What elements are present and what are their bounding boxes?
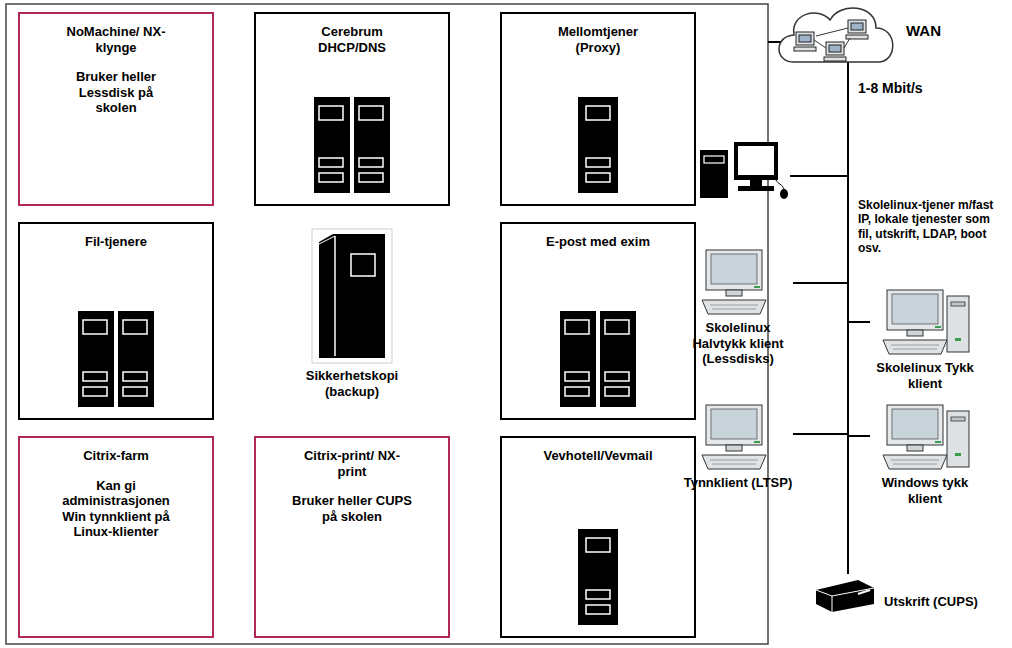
node-title: Skolelinux Halvtykk klient (Lessdisks) — [683, 320, 793, 367]
wan-cloud: WAN — [772, 2, 898, 64]
node-title: Citrix-print/ NX-print — [297, 448, 407, 479]
client-computer-icon — [877, 288, 973, 356]
icon-holder — [812, 574, 876, 614]
client-computer: Skolelinux Tykk klient — [870, 288, 980, 391]
node-title: Sikkerhetskopi (backup) — [290, 368, 414, 399]
node-title: Cerebrum DHCP/DNS — [304, 24, 400, 55]
network-link — [848, 60, 849, 574]
link-line — [793, 60, 848, 434]
node-title: Mellomtjener (Proxy) — [543, 24, 653, 55]
link-line — [793, 60, 848, 283]
backup-library-icon — [311, 228, 393, 364]
node-title: Citrix-farm — [41, 448, 191, 464]
node-title: E-post med exim — [513, 234, 683, 250]
node-title: Fil-tjenere — [41, 234, 191, 250]
icon-holder — [696, 403, 780, 471]
icon-holder — [698, 140, 790, 202]
icon-holder — [877, 288, 973, 356]
client-computer: Windows tykk klient — [870, 403, 980, 506]
server-rack-icon — [558, 310, 638, 408]
alternative-box: Citrix-farmKan gi administrasjonen Win t… — [18, 436, 214, 638]
server-box: Fil-tjenere — [18, 222, 214, 420]
icon-holder — [772, 2, 898, 64]
icon-holder — [696, 248, 780, 316]
alternative-box: Citrix-print/ NX-printBruker heller CUPS… — [254, 436, 450, 638]
client-computer-icon — [696, 403, 780, 471]
network-link — [848, 60, 870, 322]
client-computer-icon — [696, 248, 780, 316]
link-line — [847, 60, 849, 574]
node-title: NoMachine/ NX-klynge — [66, 24, 166, 55]
icon-holder — [574, 96, 622, 194]
node-note: Kan gi administrasjonen Win tynnklient p… — [49, 478, 183, 540]
server-box: E-post med exim — [500, 222, 696, 420]
icon-holder — [311, 228, 393, 364]
link-line — [790, 60, 848, 176]
node-title: Utskrift (CUPS) — [884, 594, 978, 610]
backup-unit: Sikkerhetskopi (backup) — [288, 228, 416, 418]
network-link — [790, 60, 848, 176]
client-computer-icon — [877, 403, 973, 471]
server-box: Vevhotell/Vevmail — [500, 436, 696, 638]
icon-holder — [76, 310, 156, 408]
node-note: Bruker heller Lessdisk på skolen — [66, 69, 166, 116]
icon-holder — [558, 310, 638, 408]
link-line — [848, 60, 870, 322]
alternative-box: NoMachine/ NX-klyngeBruker heller Lessdi… — [18, 12, 214, 206]
server-tower-icon — [574, 528, 622, 626]
server-box: Cerebrum DHCP/DNS — [254, 12, 450, 206]
node-title: Skolelinux-tjener m/fast IP, lokale tjen… — [858, 198, 1006, 256]
wan-cloud-icon — [772, 2, 898, 64]
printer-icon — [812, 574, 876, 614]
bandwidth-label: 1-8 Mbit/s — [858, 80, 923, 97]
node-title: Tynnklient (LTSP) — [683, 475, 793, 491]
node-title: Vevhotell/Vevmail — [513, 448, 683, 464]
icon-holder — [312, 96, 392, 194]
server-tower-icon — [574, 96, 622, 194]
client-computer: Skolelinux Halvtykk klient (Lessdisks) — [683, 248, 793, 367]
network-link — [793, 60, 848, 283]
data-centre-frame — [6, 4, 768, 644]
node-title: Windows tykk klient — [870, 475, 980, 506]
node-title: Skolelinux Tykk klient — [870, 360, 980, 391]
client-computer: Tynnklient (LTSP) — [683, 403, 793, 491]
node-note: Bruker heller CUPS på skolen — [291, 493, 413, 524]
server-rack-icon — [312, 96, 392, 194]
server-box: Mellomtjener (Proxy) — [500, 12, 696, 206]
server-computer-icon — [698, 140, 790, 202]
school-server: Skolelinux-tjener m/fast IP, lokale tjen… — [698, 140, 790, 202]
node-title: WAN — [906, 22, 941, 40]
server-rack-icon — [76, 310, 156, 408]
printer: Utskrift (CUPS) — [812, 574, 1002, 614]
network-link — [793, 60, 848, 434]
icon-holder — [574, 528, 622, 626]
icon-holder — [877, 403, 973, 471]
